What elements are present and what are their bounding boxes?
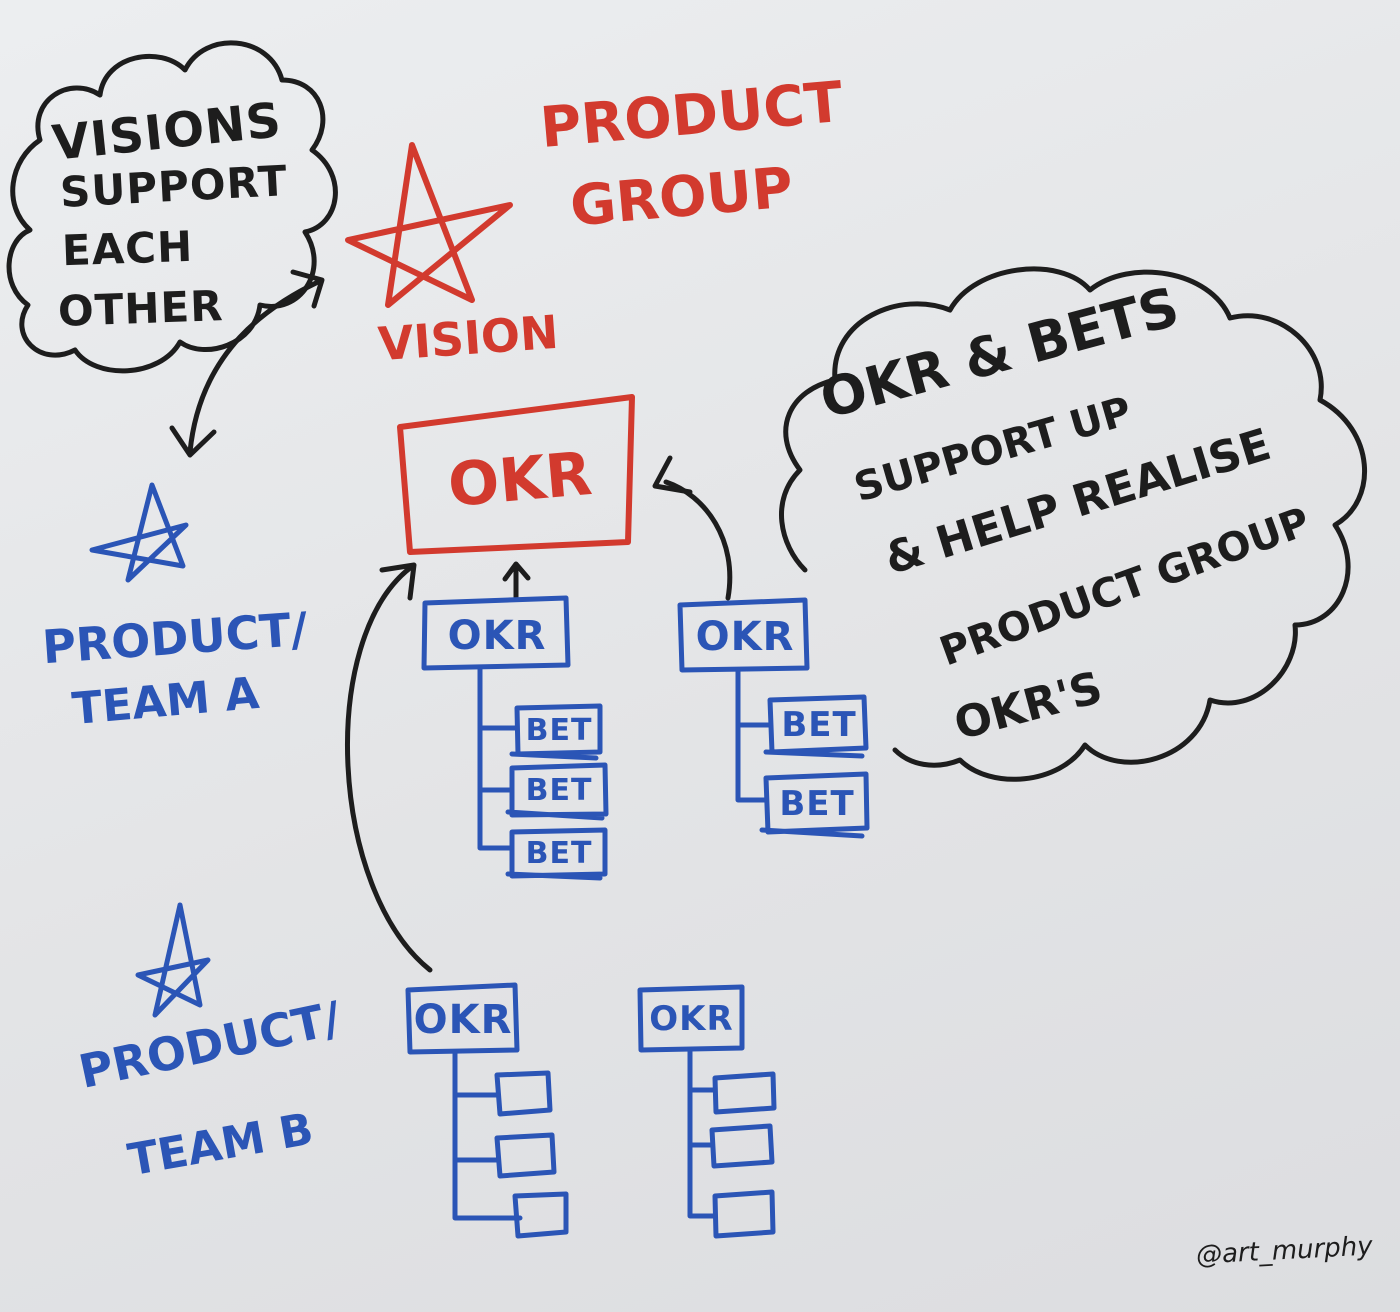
cloud-left-line: EACH: [61, 221, 194, 276]
bet-box: [712, 1189, 776, 1239]
cloud-right-outline: [779, 266, 1367, 782]
support-arrow-team-b: [345, 565, 433, 973]
team-a-bet-label: BET: [779, 784, 855, 824]
tree-connector: [735, 667, 773, 803]
team-a-bet-label: BET: [781, 705, 857, 745]
okr-box: [421, 595, 571, 671]
bet-box: [709, 1123, 775, 1169]
support-arrow-team-a: [663, 479, 733, 601]
product-group-star-icon: [345, 142, 513, 308]
bet-box: [509, 703, 603, 761]
team-a-bet-label: BET: [525, 836, 593, 871]
cloud-left-line: SUPPORT: [58, 156, 289, 217]
team-a-okr-tree-1: [421, 595, 609, 881]
team-b-okr-tree-2: [637, 984, 777, 1239]
bet-box: [494, 1132, 557, 1179]
arrowhead-top-icon: [290, 269, 325, 309]
team-b-okr-2-label: OKR: [649, 999, 734, 1039]
tree-connector: [477, 665, 520, 851]
arrowhead-bottom-icon: [169, 425, 217, 458]
arrowhead-icon: [652, 455, 693, 495]
product-group-okr-box: [397, 394, 635, 555]
team-a-okr-tree-2: [677, 597, 870, 839]
okr-box: [677, 597, 810, 673]
team-a-bet-label: BET: [525, 713, 593, 748]
bet-box: [505, 827, 608, 881]
team-b-okr-1-label: OKR: [413, 997, 513, 1043]
vision-link-arrow: [187, 279, 321, 455]
tree-connector: [452, 1049, 523, 1221]
team-a-okr-2-label: OKR: [695, 614, 795, 660]
cloud-left-line: OTHER: [57, 281, 225, 336]
bet-box: [505, 762, 609, 821]
team-a-bet-label: BET: [525, 773, 593, 808]
okr-box: [405, 982, 520, 1055]
bet-box: [712, 1071, 777, 1115]
arrowhead-icon: [502, 561, 531, 582]
team-a-star-icon: [89, 482, 189, 583]
vision-caption: VISION: [376, 304, 561, 372]
okr-box: [637, 984, 745, 1053]
team-b-star-icon: [135, 902, 211, 1018]
bet-box: [512, 1191, 569, 1239]
bet-box: [759, 771, 870, 839]
team-b-okr-tree-1: [405, 982, 569, 1239]
bet-box: [763, 694, 869, 759]
bet-box: [494, 1070, 553, 1117]
arrowhead-icon: [379, 562, 417, 601]
team-a-okr-1-label: OKR: [447, 613, 547, 659]
tree-connector: [687, 1047, 718, 1219]
